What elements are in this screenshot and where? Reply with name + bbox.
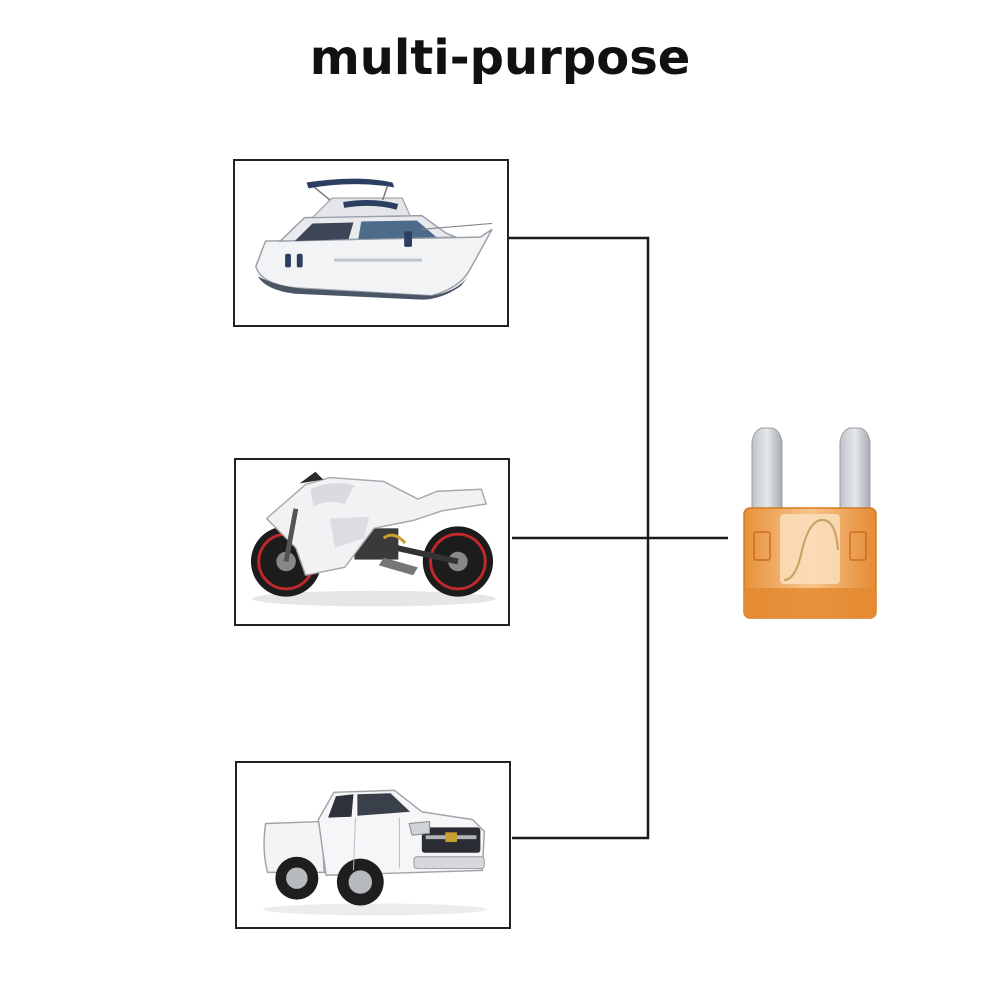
- page-title: multi-purpose: [309, 30, 691, 86]
- pickup-truck-icon: [262, 789, 488, 916]
- application-frame-truck: [235, 761, 511, 929]
- mini-blade-fuse-icon: [743, 427, 877, 619]
- connector-line-boat: [509, 236, 650, 840]
- application-frame-motorcycle: [234, 458, 510, 626]
- yacht-icon: [255, 178, 493, 300]
- application-frame-boat: [233, 159, 509, 327]
- motorcycle-icon: [250, 471, 496, 607]
